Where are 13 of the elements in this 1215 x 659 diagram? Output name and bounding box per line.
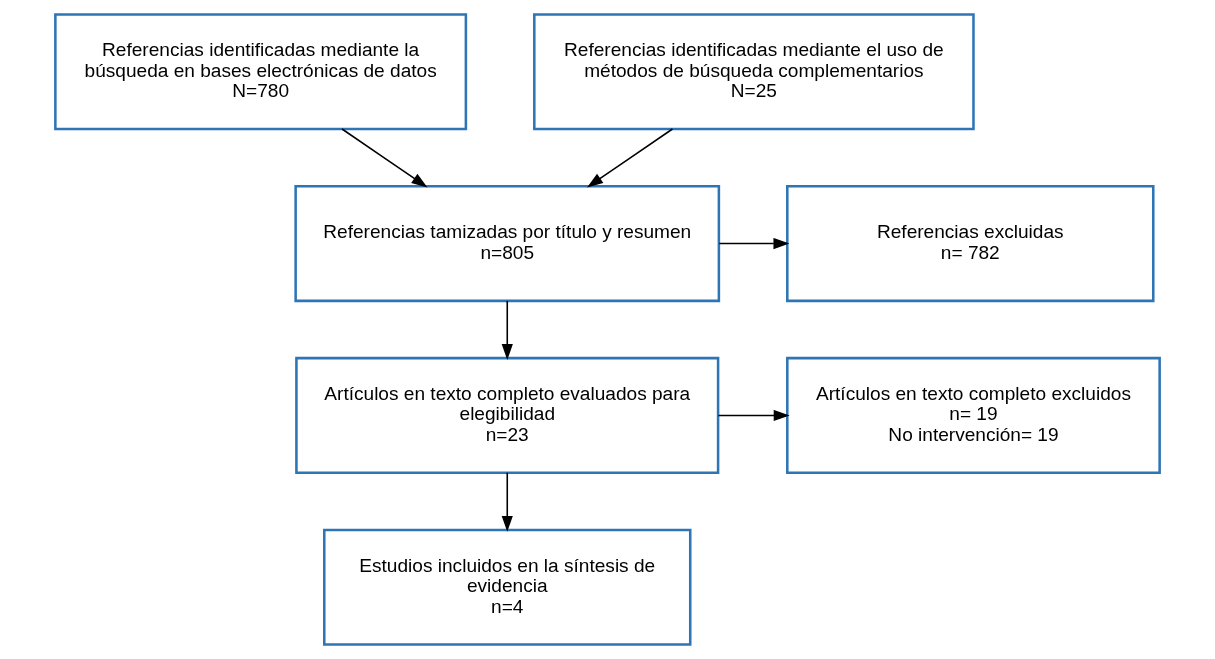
node-box: Referencias tamizadas por título y resumen n=805 [294, 185, 721, 303]
node-box: Artículos en texto completo excluidos n= 19 No intervención= 19 [786, 356, 1161, 474]
arrow [718, 238, 790, 250]
arrow [587, 128, 674, 188]
node-box: Referencias identificadas mediante el uso de métodos de búsqueda complementarios N=25 [533, 13, 975, 131]
node-box: Estudios incluidos en la síntesis de evidencia n=4 [323, 528, 692, 646]
arrow [501, 471, 513, 532]
node-box: Referencias excluidas n= 782 [786, 185, 1155, 303]
arrow [341, 128, 428, 188]
node-box: Referencias identificadas mediante la búsqueda en bases electrónicas de datos N=780 [54, 13, 468, 131]
arrow [717, 409, 790, 421]
node-box: Artículos en texto completo evaluados para elegibilidad n=23 [295, 356, 720, 474]
arrow [501, 300, 513, 361]
